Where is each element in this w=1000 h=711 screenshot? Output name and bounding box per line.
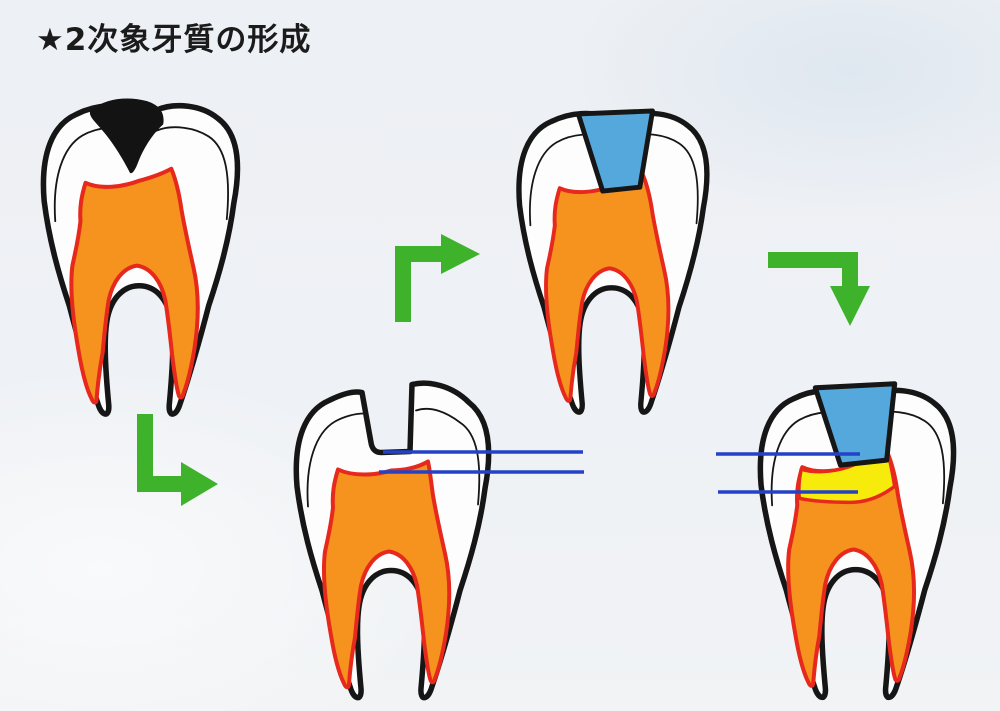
- pulp-chamber: [69, 166, 200, 405]
- arrow-shaft: [395, 246, 443, 322]
- pulp-chamber: [786, 451, 917, 688]
- tooth-stage1-caries: [40, 98, 241, 417]
- pulp-chamber: [544, 172, 671, 403]
- arrow-shaft: [768, 252, 858, 288]
- arrow-up-right-icon: [395, 234, 480, 322]
- dentin-enamel-junction-line: [306, 412, 365, 508]
- tooth-stage3-cavity-prepared: [293, 380, 492, 701]
- arrow-down-right-icon: [137, 414, 218, 506]
- restoration-filling: [812, 381, 898, 468]
- diagram-title: ★2次象牙質の形成: [36, 22, 312, 58]
- arrow-head: [830, 286, 870, 326]
- arrow-right-down-icon: [768, 252, 870, 326]
- tooth-stage4-secondary-dentin: [757, 381, 957, 701]
- pulp-chamber: [321, 459, 452, 690]
- restoration-filling: [575, 108, 655, 194]
- tooth-stage2-filled: [516, 108, 710, 415]
- caries-lesion: [89, 98, 164, 174]
- arrow-head: [441, 234, 480, 274]
- arrow-shaft: [137, 414, 183, 492]
- arrow-head: [181, 462, 218, 506]
